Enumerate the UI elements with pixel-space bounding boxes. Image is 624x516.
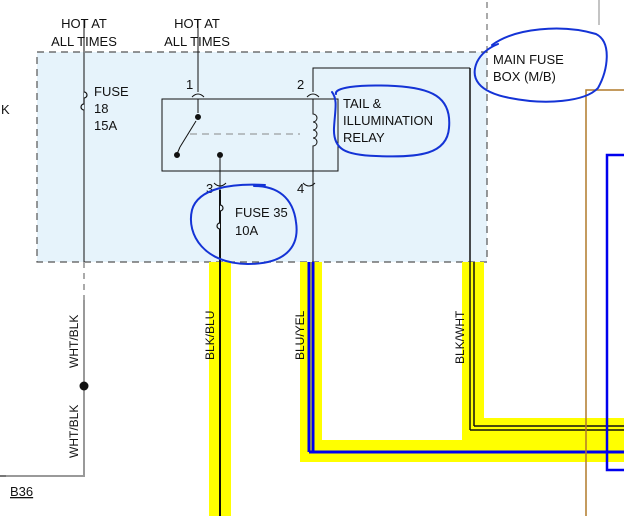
annotation-circle-fuse35 <box>189 183 298 266</box>
wire-label-wht-blk-upper: WHT/BLK <box>67 315 81 368</box>
pin-1-label: 1 <box>186 77 193 92</box>
wires <box>0 20 624 516</box>
wire-label-wht-blk-lower: WHT/BLK <box>67 405 81 458</box>
pin-2-label: 2 <box>297 77 304 92</box>
relay-box <box>161 98 339 172</box>
wire-label-blu-yel: BLU/YEL <box>293 310 307 360</box>
annotation-circle-mainfuse <box>473 27 608 103</box>
hot-at-all-times-right-line1: HOT AT <box>174 16 220 31</box>
relay-switch <box>174 99 300 190</box>
hot-at-all-times-right-line2: ALL TIMES <box>164 34 230 49</box>
fuse-35-amperage: 10A <box>235 223 258 238</box>
fuse-35-symbol <box>216 204 224 230</box>
hand-annotations <box>189 27 608 266</box>
relay-label-line3: RELAY <box>343 130 385 145</box>
relay-label-line1: TAIL & <box>343 96 382 111</box>
fuse-18-name: FUSE <box>94 84 129 99</box>
relay-coil-symbol <box>312 99 318 191</box>
main-fuse-box-label-line1: MAIN FUSE <box>493 52 564 67</box>
wire-label-blk-blu: BLK/BLU <box>203 311 217 360</box>
pin-3-label: 3 <box>206 181 213 196</box>
hot-at-all-times-left-line2: ALL TIMES <box>51 34 117 49</box>
annotation-circle-relay <box>331 84 451 158</box>
pin-4-label: 4 <box>297 181 304 196</box>
fuse-18-number: 18 <box>94 101 108 116</box>
edge-fragment-label: K <box>1 102 10 117</box>
fuse-18-symbol <box>80 91 88 111</box>
connector-b36-label: B36 <box>10 484 33 499</box>
main-fuse-box-label-line2: BOX (M/B) <box>493 69 556 84</box>
hot-at-all-times-left-line1: HOT AT <box>61 16 107 31</box>
fuse-35-name: FUSE 35 <box>235 205 288 220</box>
wire-highlights <box>209 262 624 516</box>
splice-dot <box>79 381 89 391</box>
wire-label-blk-wht: BLK/WHT <box>453 310 467 364</box>
relay-label-line2: ILLUMINATION <box>343 113 433 128</box>
fuse-18-amperage: 15A <box>94 118 117 133</box>
